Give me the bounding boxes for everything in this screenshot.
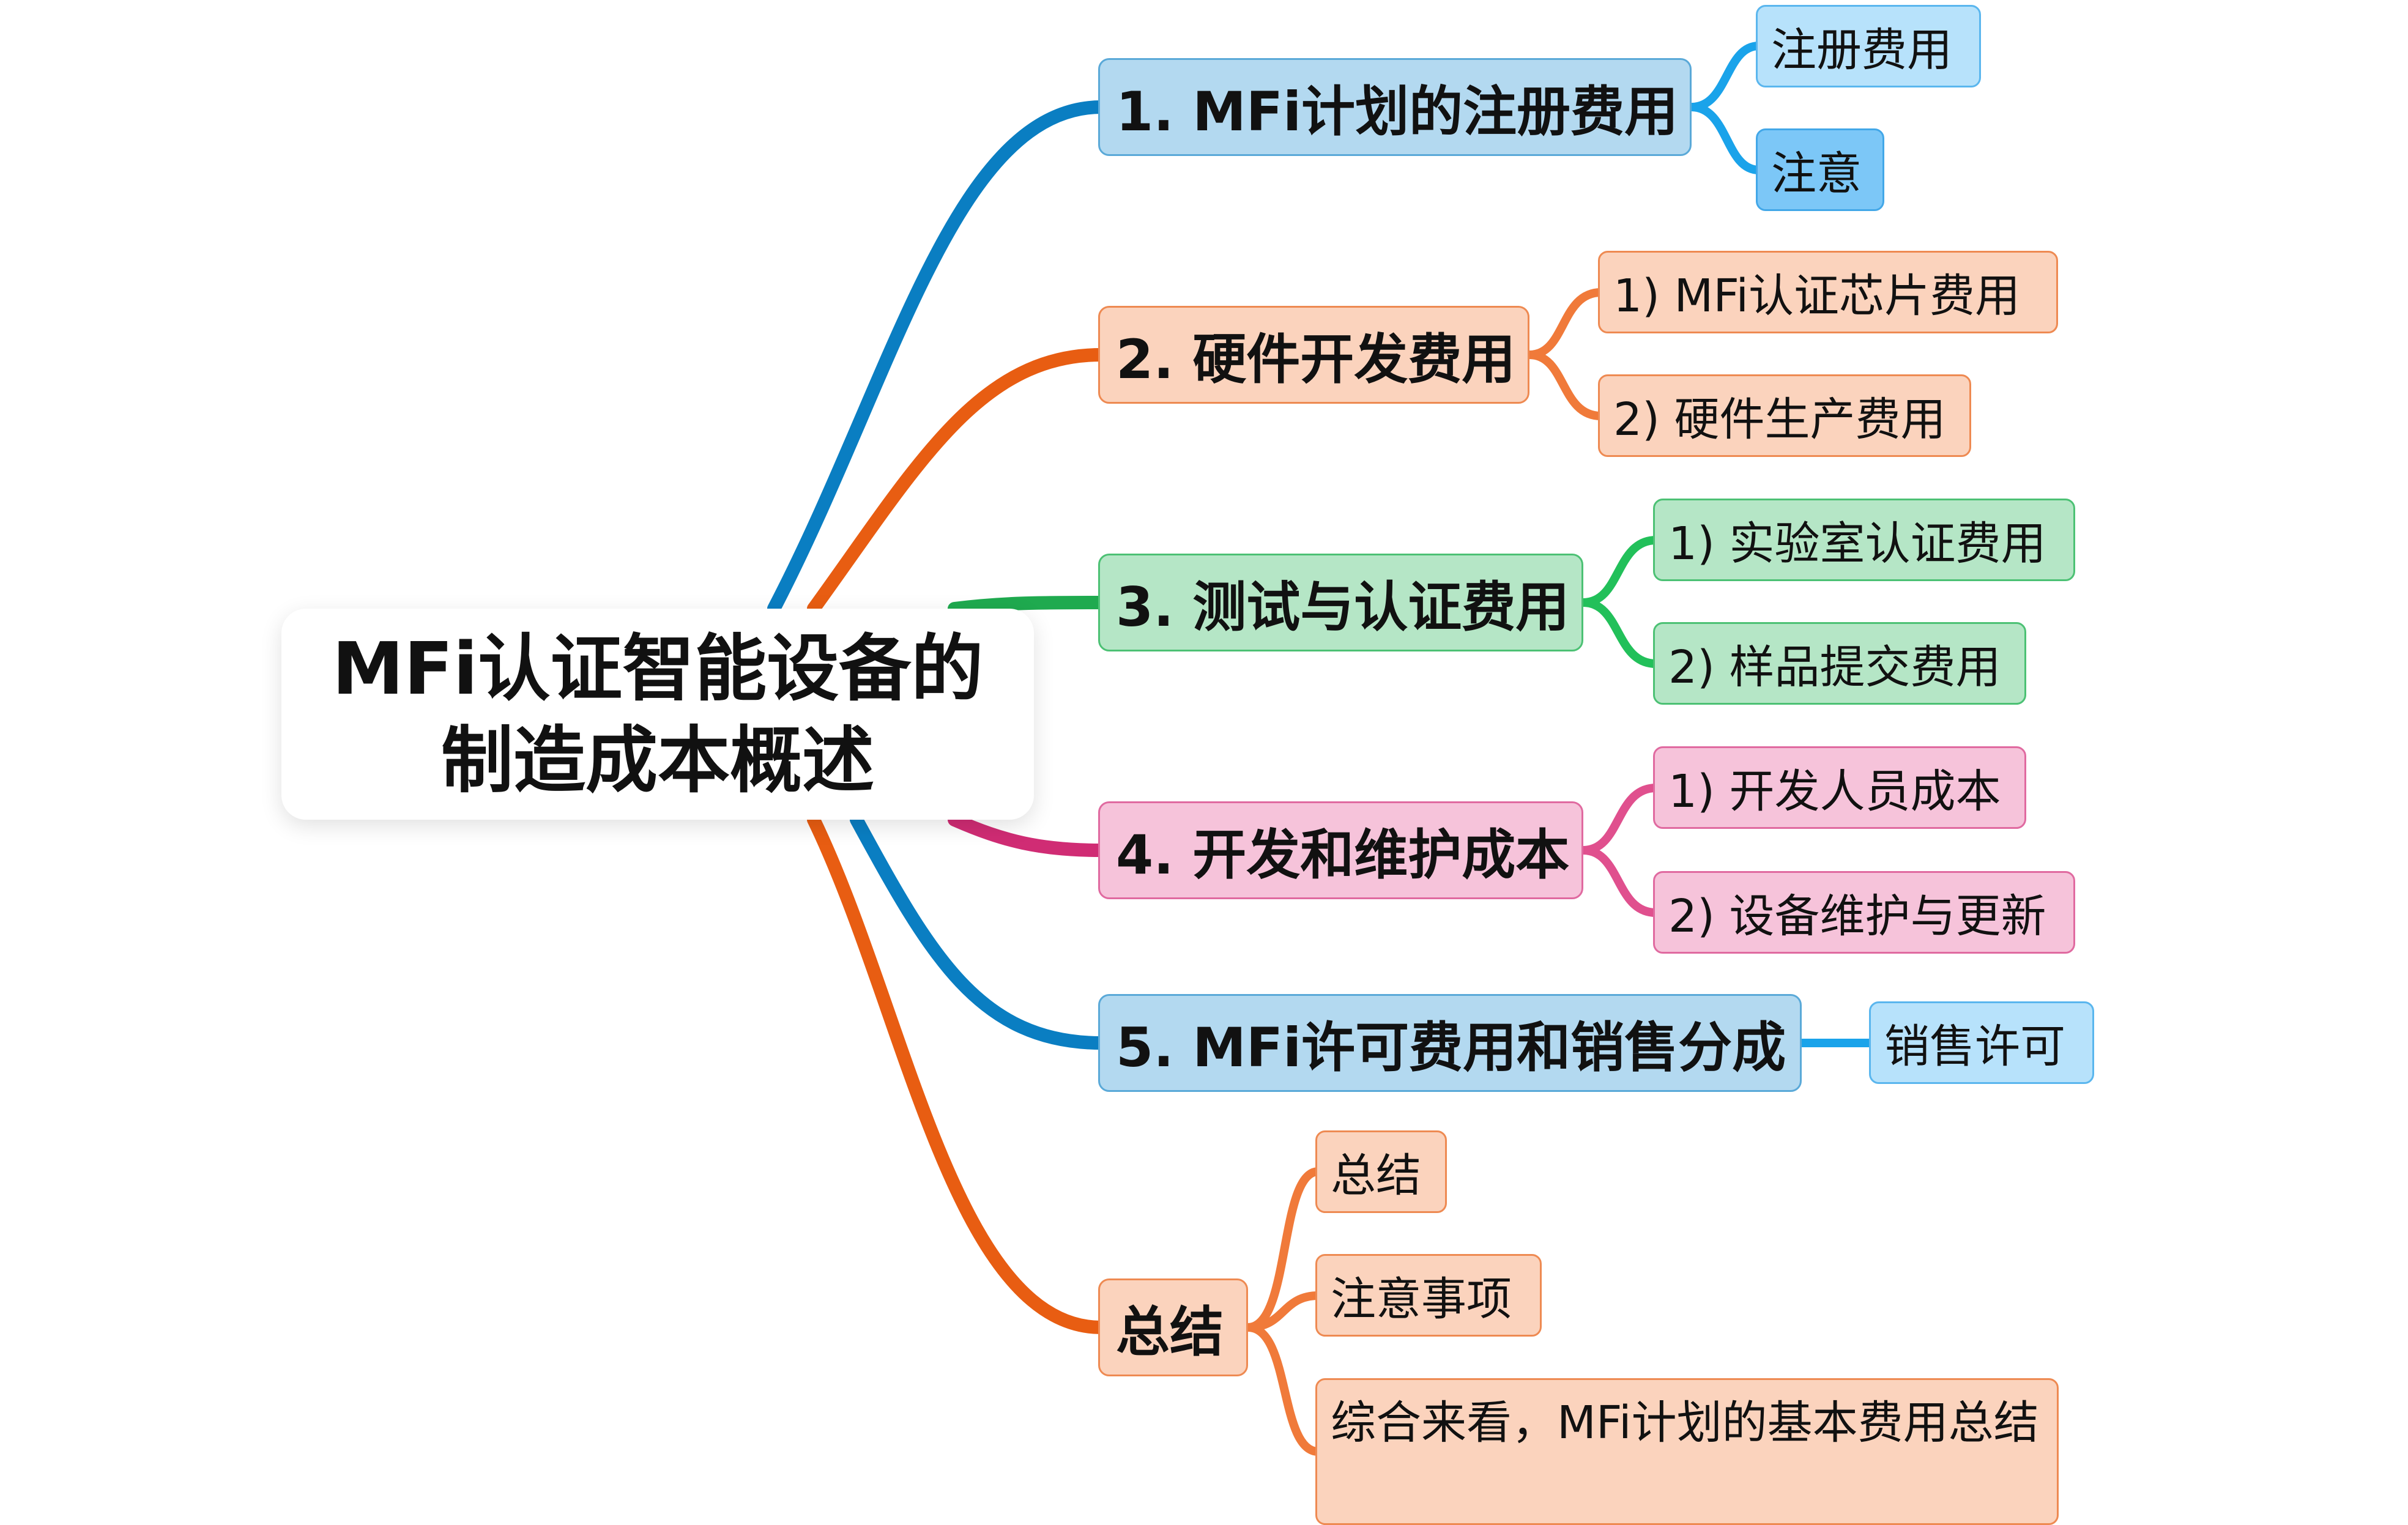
leaf-sales-license[interactable]: 销售许可	[1869, 1001, 2094, 1084]
branch-summary[interactable]: 总结	[1098, 1278, 1248, 1376]
leaf-equipment-maintenance[interactable]: 2) 设备维护与更新	[1653, 871, 2075, 954]
leaf-lab-cert-fee[interactable]: 1) 实验室认证费用	[1653, 499, 2075, 581]
connector-branch-6-child-2	[1244, 1291, 1323, 1332]
leaf-sample-submission-fee[interactable]: 2) 样品提交费用	[1653, 622, 2026, 705]
branch-testing-cert-fee[interactable]: 3. 测试与认证费用	[1098, 554, 1583, 651]
connector-branch-6-child-3	[1244, 1323, 1323, 1456]
connector-branch-1-child-2	[1687, 103, 1763, 174]
branch-registration-fee[interactable]: 1. MFi计划的注册费用	[1098, 58, 1692, 156]
branch-mfi-license-revenue[interactable]: 5. MFi许可费用和销售分成	[1098, 994, 1802, 1092]
connector-branch-2-child-2	[1525, 351, 1605, 420]
connector-branch-2-child-1	[1525, 288, 1605, 359]
connector-branch-3-child-1	[1579, 536, 1660, 607]
leaf-mfi-chip-fee[interactable]: 1) MFi认证芯片费用	[1598, 251, 2058, 333]
leaf-registration-fee[interactable]: 注册费用	[1756, 5, 1981, 87]
connector-root-branch-4	[948, 813, 1108, 857]
leaf-overall-summary[interactable]: 综合来看，MFi计划的基本费用总结	[1315, 1378, 2059, 1525]
branch-dev-maintenance-cost[interactable]: 4. 开发和维护成本	[1098, 801, 1583, 899]
connector-branch-4-child-2	[1579, 846, 1660, 917]
connector-root-branch-3	[948, 596, 1108, 615]
leaf-summary[interactable]: 总结	[1315, 1130, 1447, 1213]
connector-root-branch-2	[807, 348, 1108, 615]
branch-hardware-dev-fee[interactable]: 2. 硬件开发费用	[1098, 306, 1529, 404]
leaf-hardware-production-fee[interactable]: 2) 硬件生产费用	[1598, 374, 1971, 457]
root-topic[interactable]: MFi认证智能设备的制造成本概述	[281, 609, 1034, 820]
connector-branch-6-child-1	[1244, 1167, 1323, 1332]
leaf-note[interactable]: 注意	[1756, 128, 1884, 211]
leaf-notes[interactable]: 注意事项	[1315, 1254, 1542, 1337]
connector-root-branch-5	[850, 813, 1108, 1050]
connector-branch-3-child-2	[1579, 598, 1660, 668]
connector-root-branch-1	[767, 100, 1108, 615]
connector-root-branch-6	[807, 813, 1108, 1334]
connector-branch-1-child-1	[1687, 42, 1763, 111]
leaf-developer-cost[interactable]: 1) 开发人员成本	[1653, 746, 2026, 829]
connector-branch-4-child-1	[1579, 784, 1660, 855]
